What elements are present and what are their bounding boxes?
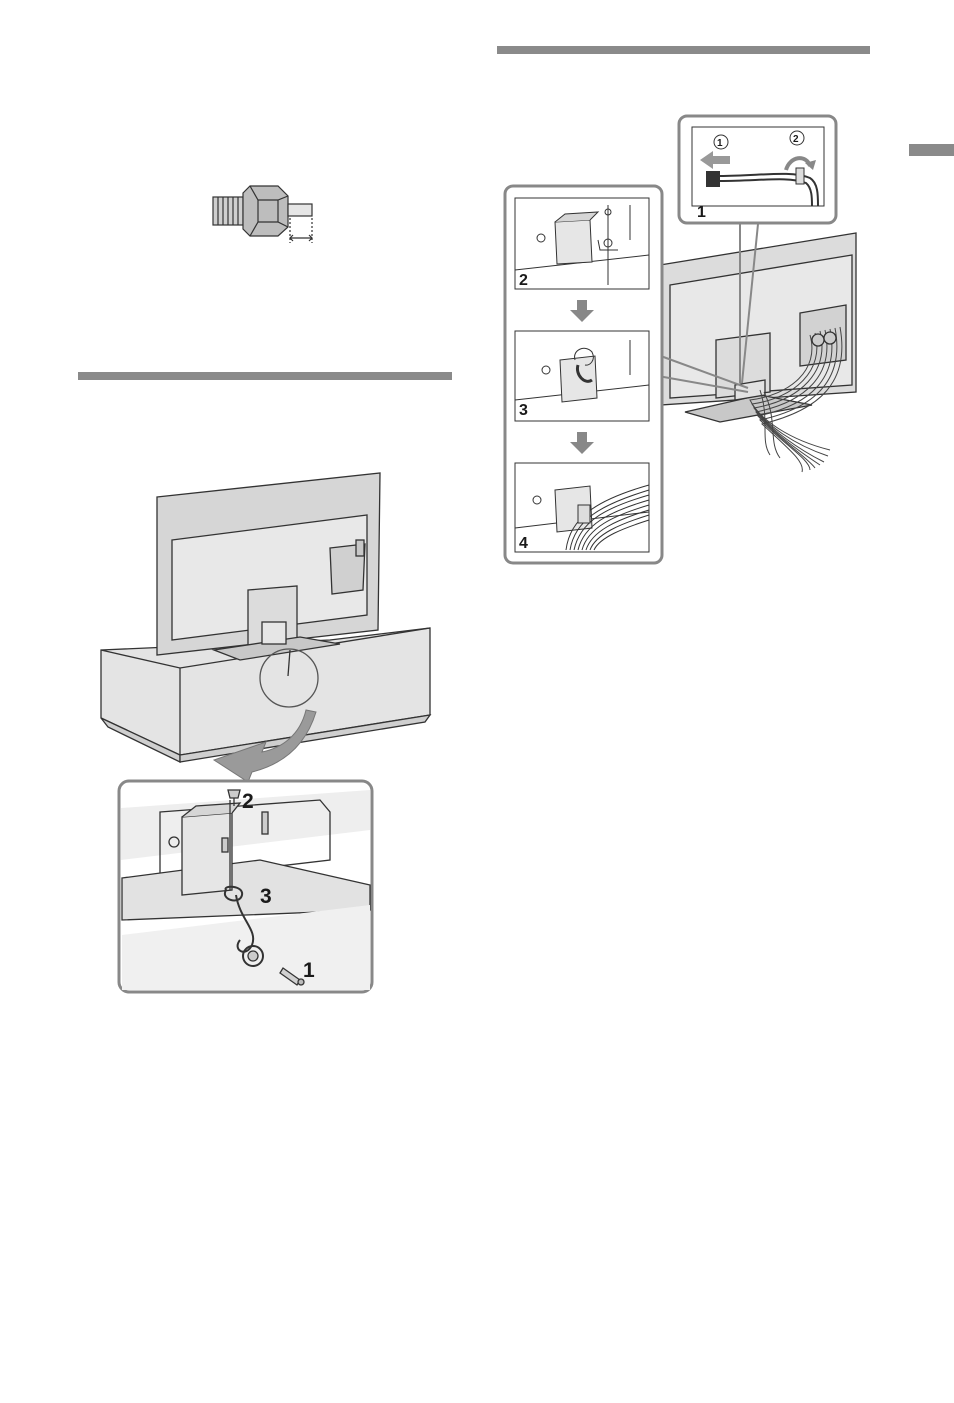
stand-callout-2: 2 <box>242 790 254 813</box>
cable-step-4-label: 4 <box>519 535 528 552</box>
cable-step-2-label: 2 <box>519 272 528 289</box>
cable-step-3-label: 3 <box>519 402 528 419</box>
coax-connector-illustration <box>213 186 312 243</box>
stand-callout-1: 1 <box>303 959 315 982</box>
cable-step-1-circled-2: 2 <box>793 134 799 145</box>
cable-step-1-label: 1 <box>697 204 706 221</box>
tv-on-cabinet-illustration <box>101 473 430 762</box>
stand-callout-3: 3 <box>260 885 272 908</box>
tv-cable-illustration <box>660 233 856 472</box>
cable-step-1-circled-1: 1 <box>717 138 723 149</box>
cable-steps-container: 2 3 4 <box>505 186 662 563</box>
